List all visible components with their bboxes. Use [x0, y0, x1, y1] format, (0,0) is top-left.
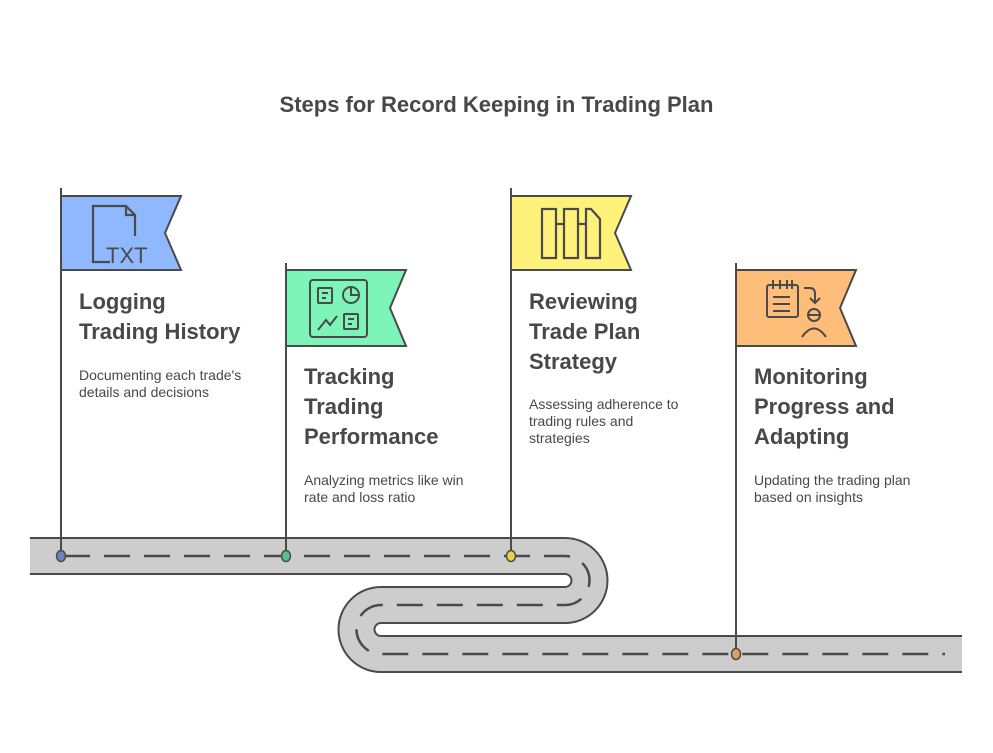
heading-line: Strategy — [529, 349, 618, 374]
txt-file-icon: TXT — [91, 204, 148, 268]
description-line: Analyzing metrics like win — [304, 472, 464, 488]
description-line: Documenting each trade's — [79, 367, 242, 383]
notepad-user-icon — [766, 280, 827, 338]
heading-line: Monitoring — [754, 364, 868, 389]
description-line: Updating the trading plan — [754, 472, 911, 488]
description-line: rate and loss ratio — [304, 489, 416, 505]
road — [0, 530, 993, 680]
heading-line: Trading — [304, 394, 384, 419]
pin-3 — [505, 549, 517, 563]
flag-1: TXT — [55, 188, 183, 563]
step-2-heading: Tracking Trading Performance — [304, 362, 514, 452]
heading-line: Tracking — [304, 364, 395, 389]
pin-2 — [280, 549, 292, 563]
dashboard-icon — [309, 279, 368, 338]
heading-line: Adapting — [754, 424, 850, 449]
svg-text:TXT: TXT — [106, 243, 148, 268]
flag-4 — [730, 263, 858, 661]
pin-4 — [730, 647, 742, 661]
flag-2 — [280, 263, 408, 563]
step-1-heading: Logging Trading History — [79, 287, 289, 347]
step-4-heading: Monitoring Progress and Adapting — [754, 362, 964, 452]
step-3-heading: Reviewing Trade Plan Strategy — [529, 287, 739, 377]
heading-line: Progress and — [754, 394, 895, 419]
step-2-description: Analyzing metrics like win rate and loss… — [304, 472, 494, 506]
description-line: strategies — [529, 430, 590, 446]
flag-3 — [505, 188, 633, 563]
description-line: trading rules and — [529, 413, 634, 429]
heading-line: Logging — [79, 289, 166, 314]
heading-line: Performance — [304, 424, 439, 449]
pin-1 — [55, 549, 67, 563]
heading-line: Reviewing — [529, 289, 638, 314]
binder-icon — [540, 207, 602, 260]
heading-line: Trade Plan — [529, 319, 641, 344]
heading-line: Trading History — [79, 319, 241, 344]
step-4-description: Updating the trading plan based on insig… — [754, 472, 944, 506]
description-line: details and decisions — [79, 384, 209, 400]
description-line: Assessing adherence to — [529, 396, 679, 412]
description-line: based on insights — [754, 489, 863, 505]
step-1-description: Documenting each trade's details and dec… — [79, 367, 269, 401]
diagram-title: Steps for Record Keeping in Trading Plan — [279, 92, 714, 117]
step-3-description: Assessing adherence to trading rules and… — [529, 396, 719, 447]
